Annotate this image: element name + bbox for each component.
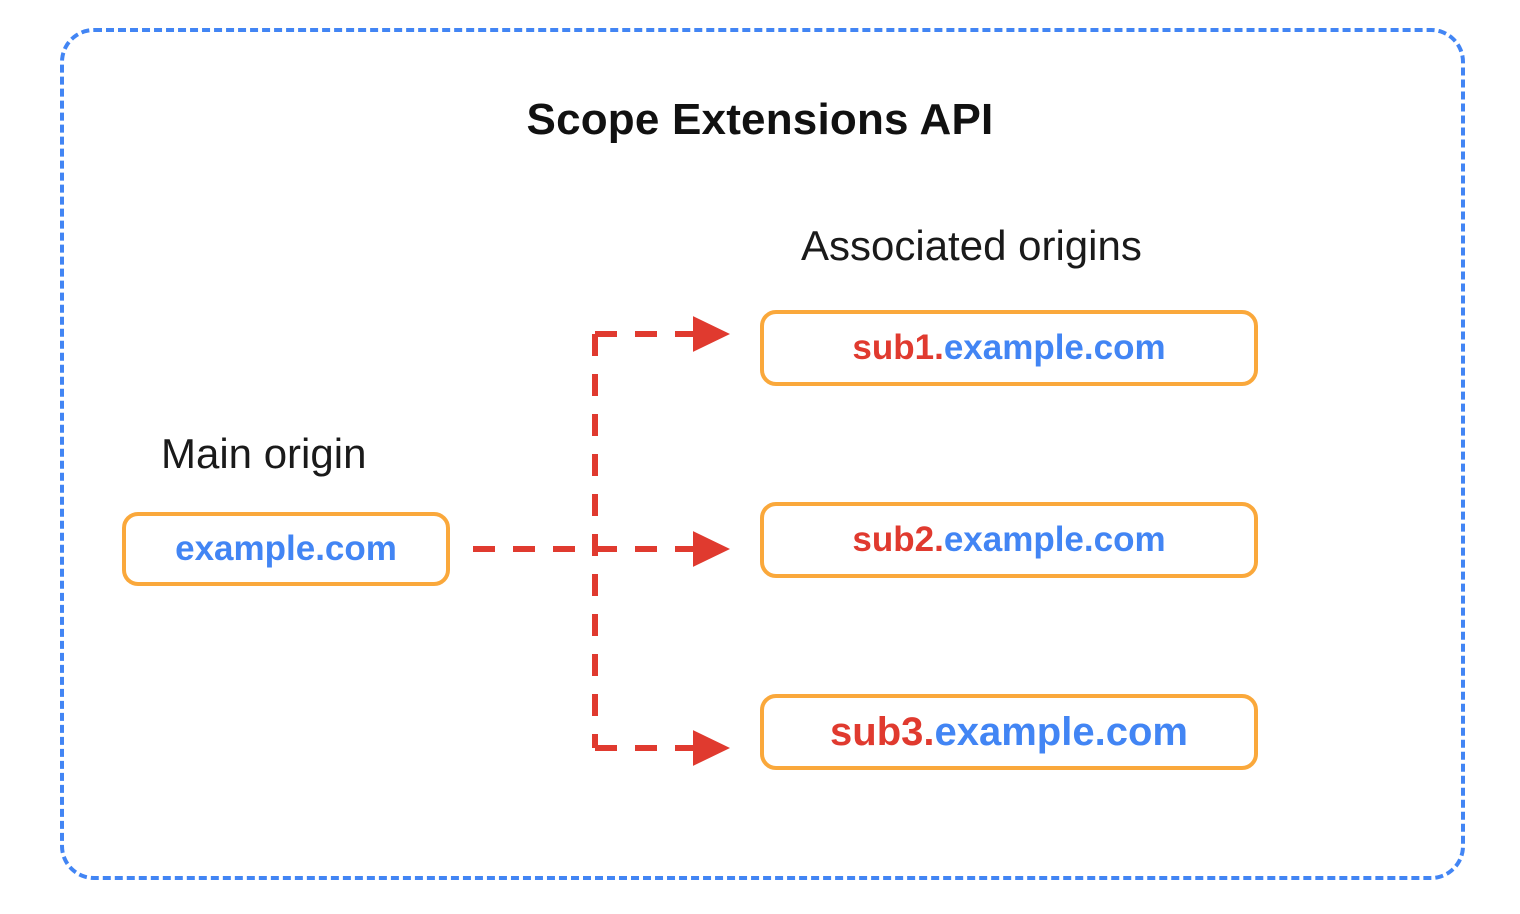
- associated-origin-box-sub1[interactable]: sub1.example.com: [760, 310, 1258, 386]
- main-origin-label: Main origin: [161, 430, 367, 477]
- sub2-domain: example.com: [943, 520, 1166, 559]
- sub1-domain: example.com: [943, 328, 1166, 367]
- sub3-domain: example.com: [934, 709, 1188, 754]
- sub3-subdomain: sub3.: [830, 709, 935, 754]
- sub1-subdomain: sub1.: [852, 328, 944, 367]
- associated-origin-box-sub3[interactable]: sub3.example.com: [760, 694, 1258, 770]
- associated-origin-box-sub2[interactable]: sub2.example.com: [760, 502, 1258, 578]
- page-title: Scope Extensions API: [526, 95, 994, 144]
- main-origin-domain: example.com: [175, 529, 397, 568]
- scope-extensions-frame: [60, 28, 1465, 880]
- associated-origins-label: Associated origins: [801, 222, 1142, 269]
- sub2-subdomain: sub2.: [852, 520, 944, 559]
- main-origin-box[interactable]: example.com: [122, 512, 450, 586]
